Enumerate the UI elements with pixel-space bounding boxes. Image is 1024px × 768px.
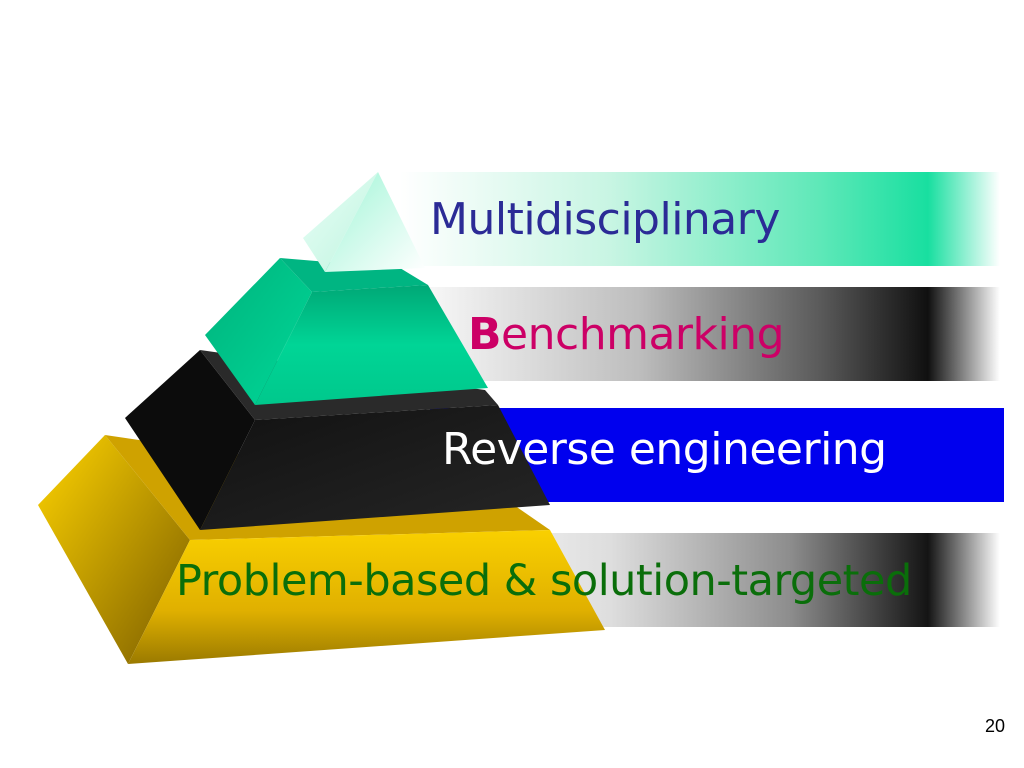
tier-second-side bbox=[205, 258, 312, 405]
label-reverse-engineering: Reverse engineering bbox=[442, 424, 887, 475]
tier-second-front bbox=[255, 285, 488, 405]
label-benchmarking-rest: enchmarking bbox=[501, 309, 785, 360]
label-benchmarking-initial: B bbox=[468, 309, 502, 360]
tier-base-front bbox=[128, 530, 605, 664]
tier-top-front bbox=[325, 172, 425, 272]
tier-third-front bbox=[200, 405, 550, 530]
page-number: 20 bbox=[985, 716, 1006, 736]
label-problem-based: Problem-based & solution-targeted bbox=[176, 556, 912, 606]
label-multidisciplinary: Multidisciplinary bbox=[430, 194, 780, 245]
label-benchmarking: Benchmarking bbox=[468, 309, 785, 361]
pyramid-tier-second bbox=[205, 258, 488, 405]
band-benchmarking bbox=[400, 287, 1000, 381]
tier-second-top bbox=[280, 258, 428, 292]
pyramid-tier-top bbox=[303, 172, 425, 272]
tier-base-side bbox=[38, 435, 190, 664]
tier-top-side bbox=[303, 172, 378, 272]
band-multidisciplinary bbox=[400, 172, 1000, 266]
